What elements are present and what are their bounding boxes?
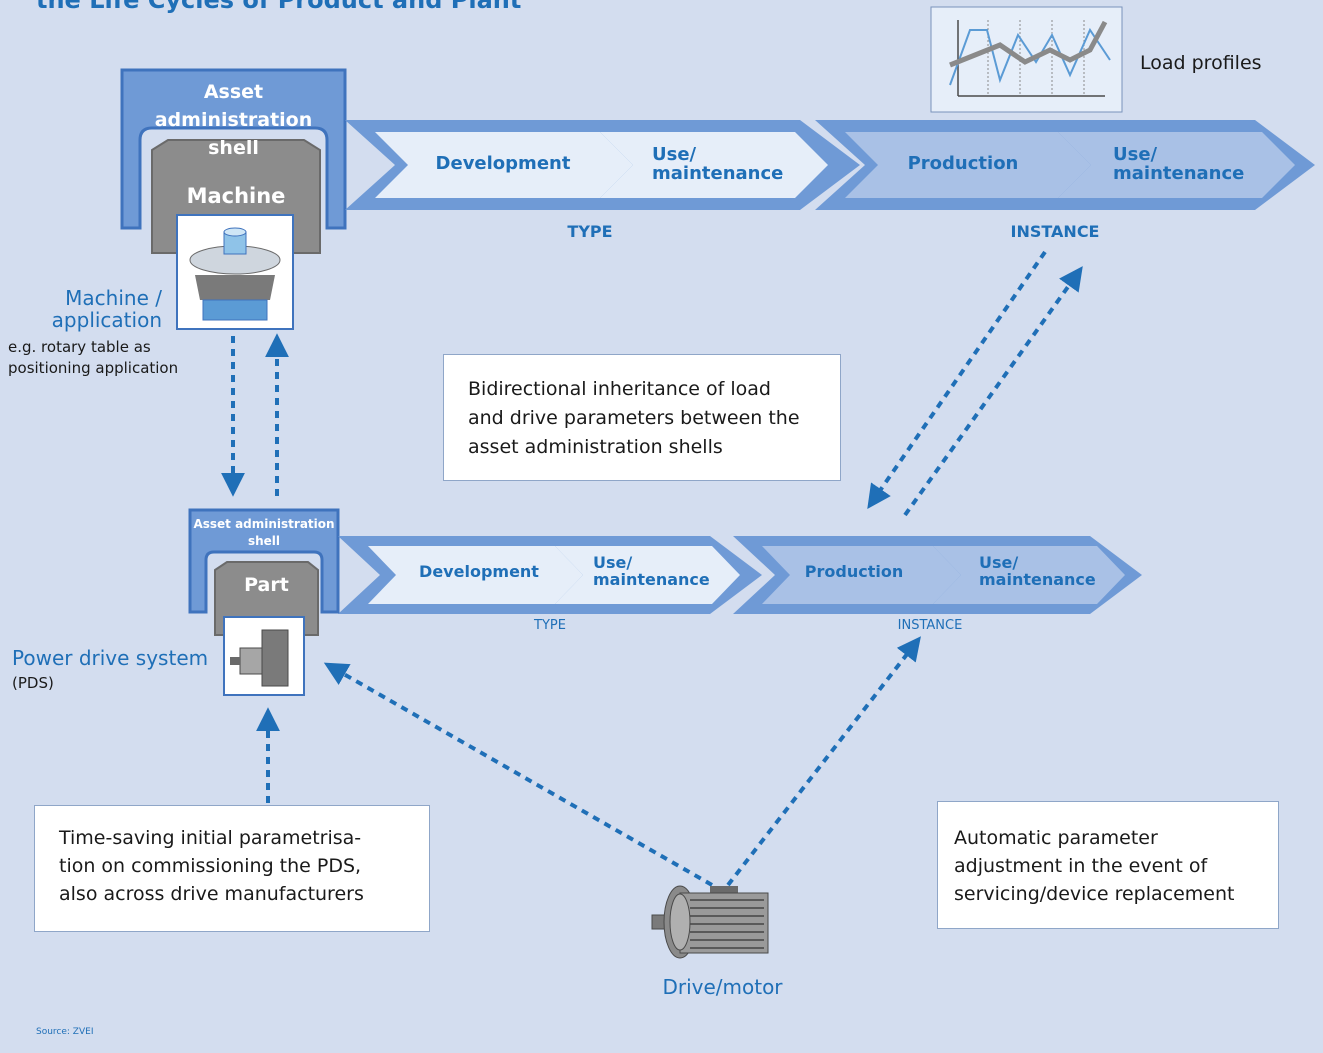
bottom-stage-use-maintenance-type: Use/ maintenance <box>593 553 710 589</box>
machine-core-label: Machine <box>186 184 286 208</box>
top-stage-use-maintenance-type: Use/ maintenance <box>652 144 784 184</box>
machine-name: Machine / application <box>51 286 162 332</box>
callout-bidirectional: Bidirectional inheritance of load and dr… <box>443 354 841 481</box>
machine-shell-label: Asset administration shell <box>154 81 313 159</box>
motor-label: Drive/motor <box>662 975 783 999</box>
part-name: Power drive system <box>12 646 209 670</box>
dotted-arrows <box>221 250 1083 887</box>
top-stage-production: Production <box>907 153 1019 174</box>
load-profile-chart <box>930 6 1123 113</box>
top-stage-use-maintenance-instance: Use/ maintenance <box>1113 144 1245 184</box>
top-instance-label: INSTANCE <box>1010 222 1100 241</box>
part-abbrev: (PDS) <box>12 674 54 692</box>
bottom-instance-label: INSTANCE <box>897 618 963 633</box>
rotary-table-illustration <box>176 214 294 330</box>
top-stage-development: Development <box>435 153 571 174</box>
bottom-stage-production: Production <box>804 562 904 581</box>
motor-illustration <box>651 885 769 959</box>
callout-time-saving-text: Time-saving initial parametrisa- tion on… <box>59 827 364 905</box>
load-profiles-label: Load profiles <box>1140 52 1262 74</box>
part-shell-label: Asset administration shell <box>193 517 335 548</box>
diagram-title: the Life Cycles of Product and Plant <box>36 0 522 14</box>
bottom-stage-development: Development <box>419 562 539 581</box>
source-note: Source: ZVEI <box>36 1027 94 1037</box>
callout-bidirectional-text: Bidirectional inheritance of load and dr… <box>468 378 800 458</box>
power-drive-illustration <box>223 616 305 696</box>
arrow-instance-up <box>903 266 1083 517</box>
bottom-stage-use-maintenance-instance: Use/ maintenance <box>979 553 1096 589</box>
lifecycle-bottom-arrows <box>338 536 1142 614</box>
bottom-type-label: TYPE <box>534 618 566 633</box>
callout-time-saving: Time-saving initial parametrisa- tion on… <box>34 805 430 932</box>
top-type-label: TYPE <box>567 222 613 241</box>
machine-description: e.g. rotary table as positioning applica… <box>8 338 179 377</box>
callout-automatic-text: Automatic parameter adjustment in the ev… <box>954 827 1235 905</box>
lifecycle-top-arrows <box>345 120 1315 210</box>
arrow-instance-down <box>867 250 1047 509</box>
part-core-label: Part <box>244 574 289 596</box>
callout-automatic: Automatic parameter adjustment in the ev… <box>937 801 1279 929</box>
arrow-motor-to-instance <box>726 636 921 887</box>
arrow-motor-to-pds <box>323 662 713 887</box>
